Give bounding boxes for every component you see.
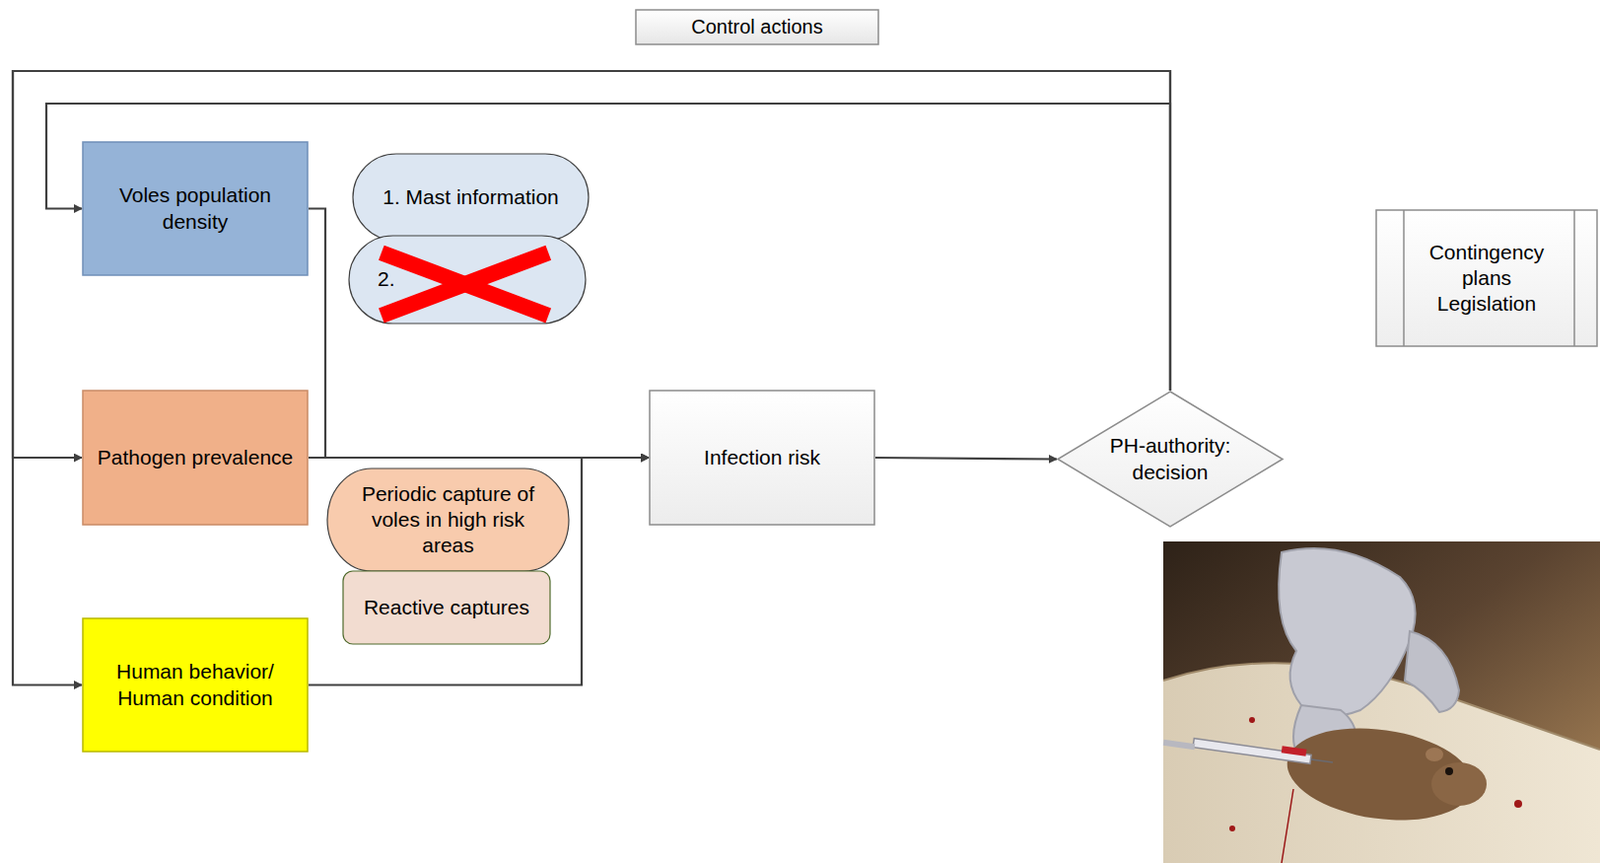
process-box: Human behavior/ Human condition xyxy=(81,617,309,753)
node-label: Human behavior/ Human condition xyxy=(95,658,295,711)
text-block: Reactive captures xyxy=(353,594,540,621)
text-block: Pathogen prevalence xyxy=(95,444,295,471)
text-block: Human behavior/ Human condition xyxy=(95,658,295,711)
decision-diamond: PH-authority: decision xyxy=(1056,390,1284,528)
predefined-process-box: Contingency plans Legislation xyxy=(1375,208,1599,348)
flow-arrow xyxy=(46,103,1171,391)
text-block: Control actions xyxy=(642,14,872,40)
flow-arrow xyxy=(308,208,649,459)
node-label: Control actions xyxy=(642,14,872,40)
node-outline xyxy=(1056,390,1284,528)
node-label: Contingency plans Legislation xyxy=(1412,239,1561,318)
node-label: Reactive captures xyxy=(353,594,540,621)
process-box: Infection risk xyxy=(648,389,876,526)
text-block: Periodic capture of voles in high risk a… xyxy=(347,481,549,559)
node-label: Infection risk xyxy=(662,444,862,471)
process-box: Pathogen prevalence xyxy=(81,389,309,526)
crossed-pill: 2. xyxy=(347,234,587,325)
node-label: Voles population density xyxy=(95,182,295,235)
action-box: Reactive captures xyxy=(342,569,552,645)
node-label: Periodic capture of voles in high risk a… xyxy=(347,481,549,559)
flow-arrow xyxy=(12,70,1171,686)
node-label: 1. Mast information xyxy=(373,184,568,210)
text-block: Infection risk xyxy=(662,444,862,471)
text-block: Contingency plans Legislation xyxy=(1412,239,1561,318)
action-pill: Periodic capture of voles in high risk a… xyxy=(326,467,570,572)
text-block: PH-authority: decision xyxy=(1100,432,1241,486)
node-label: Pathogen prevalence xyxy=(95,444,295,471)
node-outline xyxy=(81,140,309,277)
action-pill: 1. Mast information xyxy=(351,152,590,242)
header-box: Control actions xyxy=(634,8,880,46)
text-block: 1. Mast information xyxy=(373,184,568,210)
text-block: Voles population density xyxy=(95,182,295,235)
flow-arrow xyxy=(875,457,1057,460)
flow-arrow xyxy=(308,457,649,686)
node-outline xyxy=(81,617,309,753)
node-label: 2. xyxy=(377,266,557,292)
process-box: Voles population density xyxy=(81,140,309,277)
photo xyxy=(1163,541,1600,863)
text-block: 2. xyxy=(377,266,557,292)
node-label: PH-authority: decision xyxy=(1100,432,1241,486)
